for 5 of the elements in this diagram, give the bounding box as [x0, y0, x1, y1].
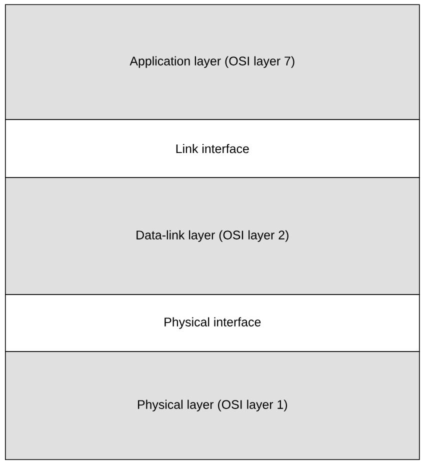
- interface-band: Physical interface: [5, 294, 420, 352]
- layer-band: Application layer (OSI layer 7): [5, 4, 420, 120]
- layer-band: Data-link layer (OSI layer 2): [5, 177, 420, 295]
- interface-band: Link interface: [5, 119, 420, 178]
- layer-band: Physical layer (OSI layer 1): [5, 351, 420, 460]
